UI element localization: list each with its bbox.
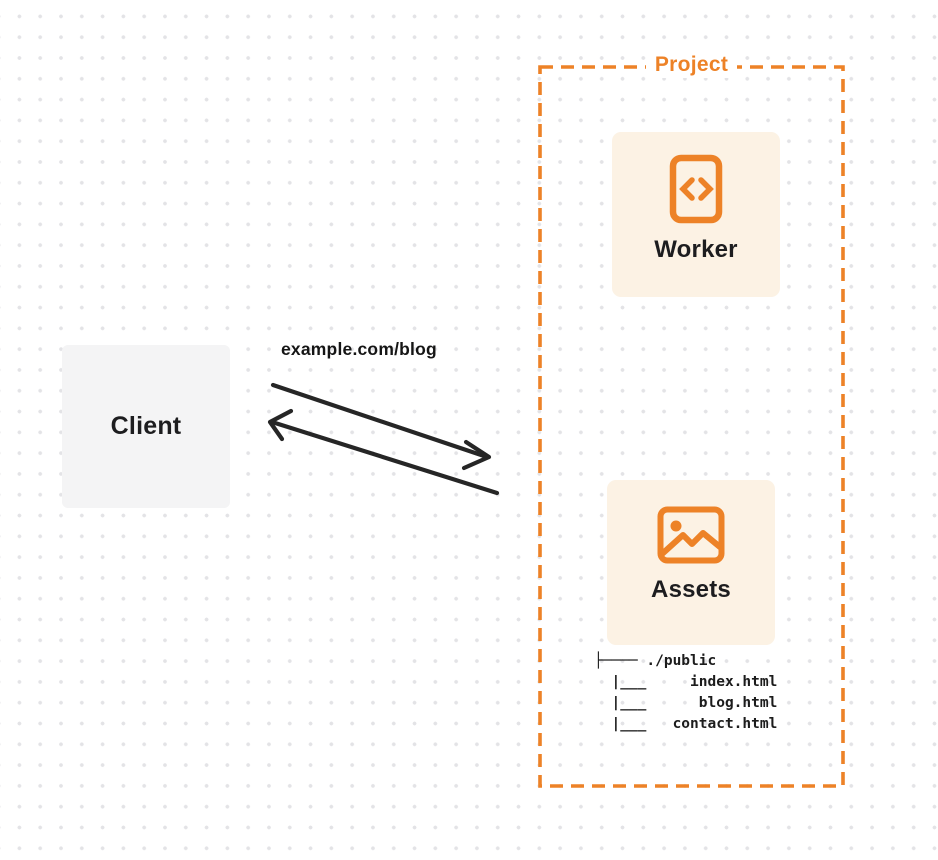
file-tree-line: |___ blog.html [594, 695, 778, 711]
request-arrow-shaft [270, 382, 490, 460]
request-arrowhead [461, 439, 492, 471]
worker-node: Worker [612, 132, 780, 297]
response-arrowhead [267, 408, 294, 442]
client-node: Client [62, 345, 230, 508]
code-file-icon [669, 154, 723, 224]
file-tree-line: ├──── ./public [594, 653, 717, 669]
image-icon [657, 506, 725, 564]
worker-label: Worker [654, 236, 738, 263]
file-tree-line: |___ index.html [594, 674, 778, 690]
response-arrow-shaft [269, 419, 500, 496]
request-response-arrows-icon [267, 382, 500, 496]
project-title-row: Project [538, 52, 845, 80]
file-tree-line: |___ contact.html [594, 716, 778, 732]
assets-label: Assets [651, 576, 731, 603]
assets-file-tree: ├──── ./public |___ index.html |___ blog… [594, 651, 777, 735]
request-url-label: example.com/blog [281, 339, 437, 359]
project-title: Project [645, 52, 738, 78]
client-label: Client [110, 412, 182, 440]
assets-node: Assets [607, 480, 775, 645]
